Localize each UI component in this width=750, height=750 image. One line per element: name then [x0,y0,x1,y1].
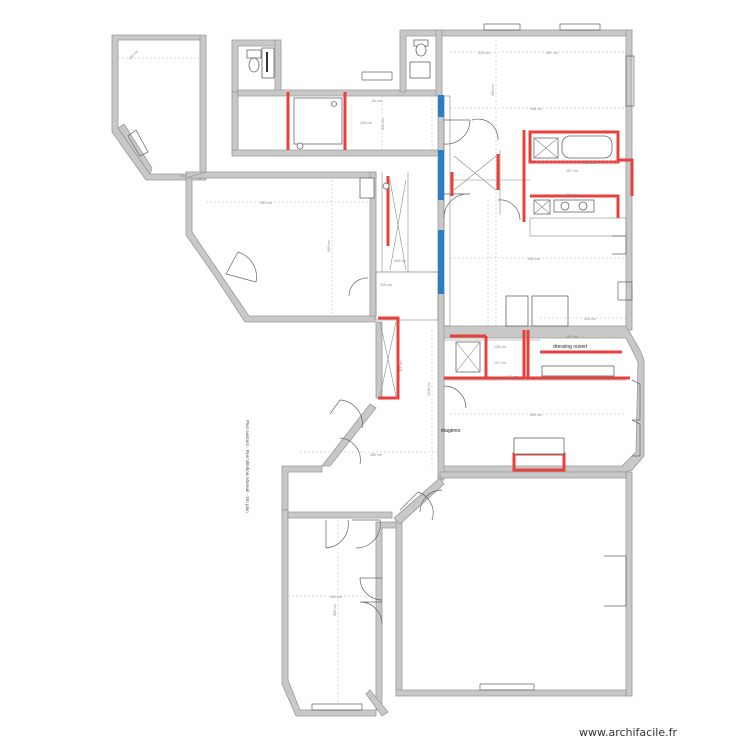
dim-label: 280 cm [491,84,495,96]
dim-label: 248 cm [360,121,372,125]
dimension-labels: 120 cm 380 cm 600 cm 167 cm 210 cm 448 c… [128,50,596,616]
dim-label: 380 cm [370,453,382,457]
dim-label: 110 cm [399,360,403,372]
dim-label: 120 cm [128,50,139,61]
blue-openings [438,95,444,294]
dim-label: 70 cm [508,375,518,379]
dim-label: 263 cm [566,335,578,339]
dim-label: 237 cm [566,169,578,173]
dim-label: 440 cm [330,595,342,599]
dim-label: 380 cm [260,201,272,205]
dim-label: 128 cm [494,345,506,349]
plan-side-title: Plan existant - Rue Villebois Mareuil - … [245,420,250,513]
doors [127,23,641,711]
dim-label: 232 cm [381,118,385,130]
fixtures [246,39,615,455]
interior-partitions [185,95,627,381]
shelves-label: étagères [441,428,461,434]
dim-label: 580 cm [333,604,337,616]
dim-label: 167 cm [546,51,558,55]
dim-label: 60 cm [372,99,382,103]
dim-label: 448 cm [530,107,542,111]
dim-label: 210 cm [478,51,490,55]
new-walls [286,92,634,472]
dim-label: 1030 cm [427,382,431,396]
dim-label: 540 cm [528,257,540,261]
dressing-label: dressing ouvert [553,344,588,350]
dim-label: 120 cm [584,317,596,321]
dimension-lines [118,40,626,704]
dim-label: 600 cm [327,240,331,252]
dim-label: 127 cm [494,361,506,365]
dim-label: 160 cm [584,161,596,165]
dim-label: 264 cm [566,193,578,197]
dim-label: 200 cm [380,283,392,287]
watermark: www.archifacile.fr [579,726,677,739]
dim-label: 260 cm [394,259,406,263]
dim-label: 690 cm [530,413,542,417]
